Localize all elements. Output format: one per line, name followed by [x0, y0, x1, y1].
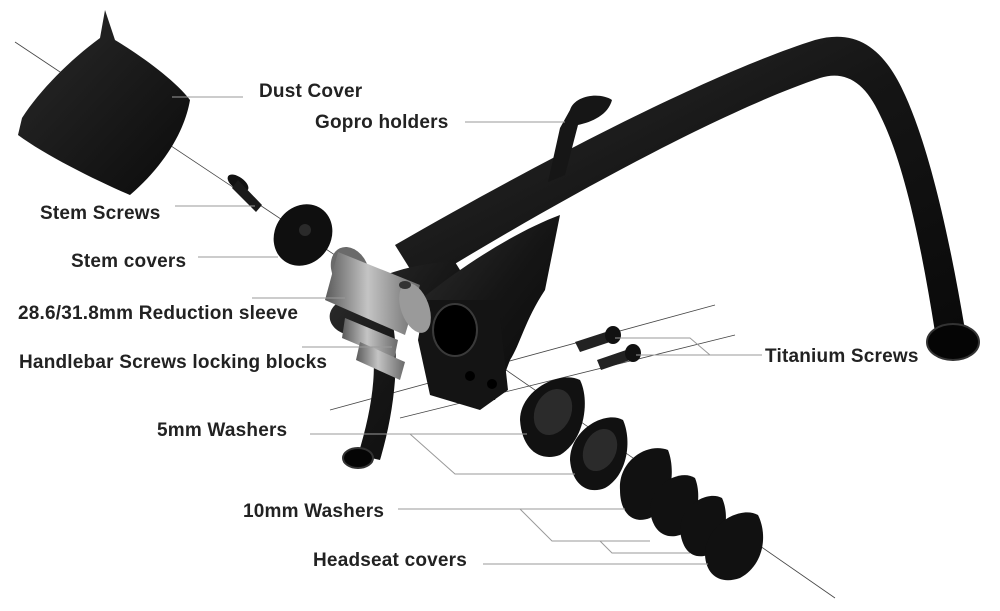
leader-lines — [172, 96, 762, 565]
titanium-screws — [575, 326, 641, 370]
leader-10mm-washers-2 — [519, 508, 650, 542]
label-5mm-washers: 5mm Washers — [157, 420, 288, 441]
label-reduction-sleeve: 28.6/31.8mm Reduction sleeve — [18, 303, 299, 324]
label-stem-screws: Stem Screws — [40, 203, 161, 224]
washers-stack — [520, 377, 764, 581]
stem-bolt-hole-2 — [487, 379, 497, 389]
label-headseat-covers: Headseat covers — [313, 550, 468, 571]
axis-line-screw-upper — [329, 304, 716, 411]
reduction-sleeve — [325, 246, 431, 335]
stem-bore — [432, 303, 478, 357]
stem-cover-cap — [273, 204, 333, 266]
dust-cover-shape — [18, 10, 190, 195]
label-locking-blocks: Handlebar Screws locking blocks — [19, 352, 328, 373]
axis-line-screw-lower — [399, 334, 736, 419]
label-dust-cover: Dust Cover — [259, 81, 363, 102]
handlebar-left-end — [342, 447, 374, 469]
stem-bolt-hole-1 — [465, 371, 475, 381]
leader-10mm-washers-3 — [599, 540, 690, 554]
label-titanium-screws: Titanium Screws — [765, 346, 919, 367]
handlebar-right-end — [926, 323, 980, 361]
label-10mm-washers: 10mm Washers — [243, 501, 385, 522]
locking-blocks — [342, 318, 405, 380]
handlebar-right-drop — [395, 36, 965, 333]
label-gopro-holders: Gopro holders — [315, 112, 449, 133]
leader-5mm-washers-2 — [409, 433, 575, 475]
gopro-holder-shape — [548, 95, 612, 182]
leader-titanium-screws — [615, 337, 762, 356]
label-stem-covers: Stem covers — [71, 251, 187, 272]
stem-screw — [227, 174, 262, 212]
